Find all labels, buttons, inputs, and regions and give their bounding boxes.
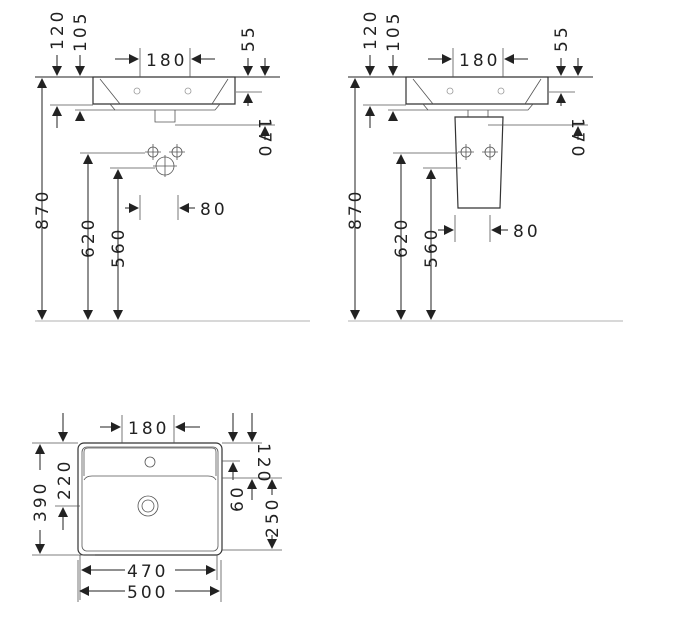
pedestal [454, 116, 504, 209]
dim-55: 55 [552, 24, 572, 52]
dim-105: 105 [71, 11, 91, 52]
pipe-connections [458, 144, 498, 160]
dim-170: 170 [567, 118, 587, 159]
dim-180: 180 [146, 51, 187, 71]
pipe-connections [145, 144, 185, 177]
dim-870: 870 [346, 189, 366, 230]
side-view-pedestal: 180 80 120 105 55 170 870 620 560 [346, 9, 623, 322]
dim-870: 870 [33, 189, 53, 230]
dim-560: 560 [422, 227, 442, 268]
dim-60: 60 [228, 484, 248, 512]
dim-105: 105 [384, 11, 404, 52]
dim-80: 80 [513, 222, 541, 242]
dim-180: 180 [459, 51, 500, 71]
basin-side-profile [92, 76, 236, 123]
dim-500: 500 [127, 583, 168, 603]
dim-120: 120 [253, 443, 273, 484]
dim-120: 120 [361, 9, 381, 50]
dim-470: 470 [127, 562, 168, 582]
basin-top-outline [77, 442, 223, 556]
dim-55: 55 [239, 24, 259, 52]
dim-620: 620 [79, 217, 99, 258]
basin-side-profile [405, 76, 549, 123]
dim-120: 120 [48, 9, 68, 50]
dim-620: 620 [392, 217, 412, 258]
dim-170: 170 [254, 118, 274, 159]
dim-250: 250 [263, 497, 283, 538]
drain [137, 495, 159, 517]
tap-hole [144, 456, 156, 468]
side-view-wall-mounted: 180 80 120 105 55 170 870 620 560 [33, 9, 310, 322]
dim-560: 560 [109, 227, 129, 268]
dim-390: 390 [31, 481, 51, 522]
dim-80: 80 [200, 200, 228, 220]
top-view: 390 220 180 120 60 250 470 500 [31, 413, 283, 603]
dim-180: 180 [128, 419, 169, 439]
dim-220: 220 [55, 459, 75, 500]
